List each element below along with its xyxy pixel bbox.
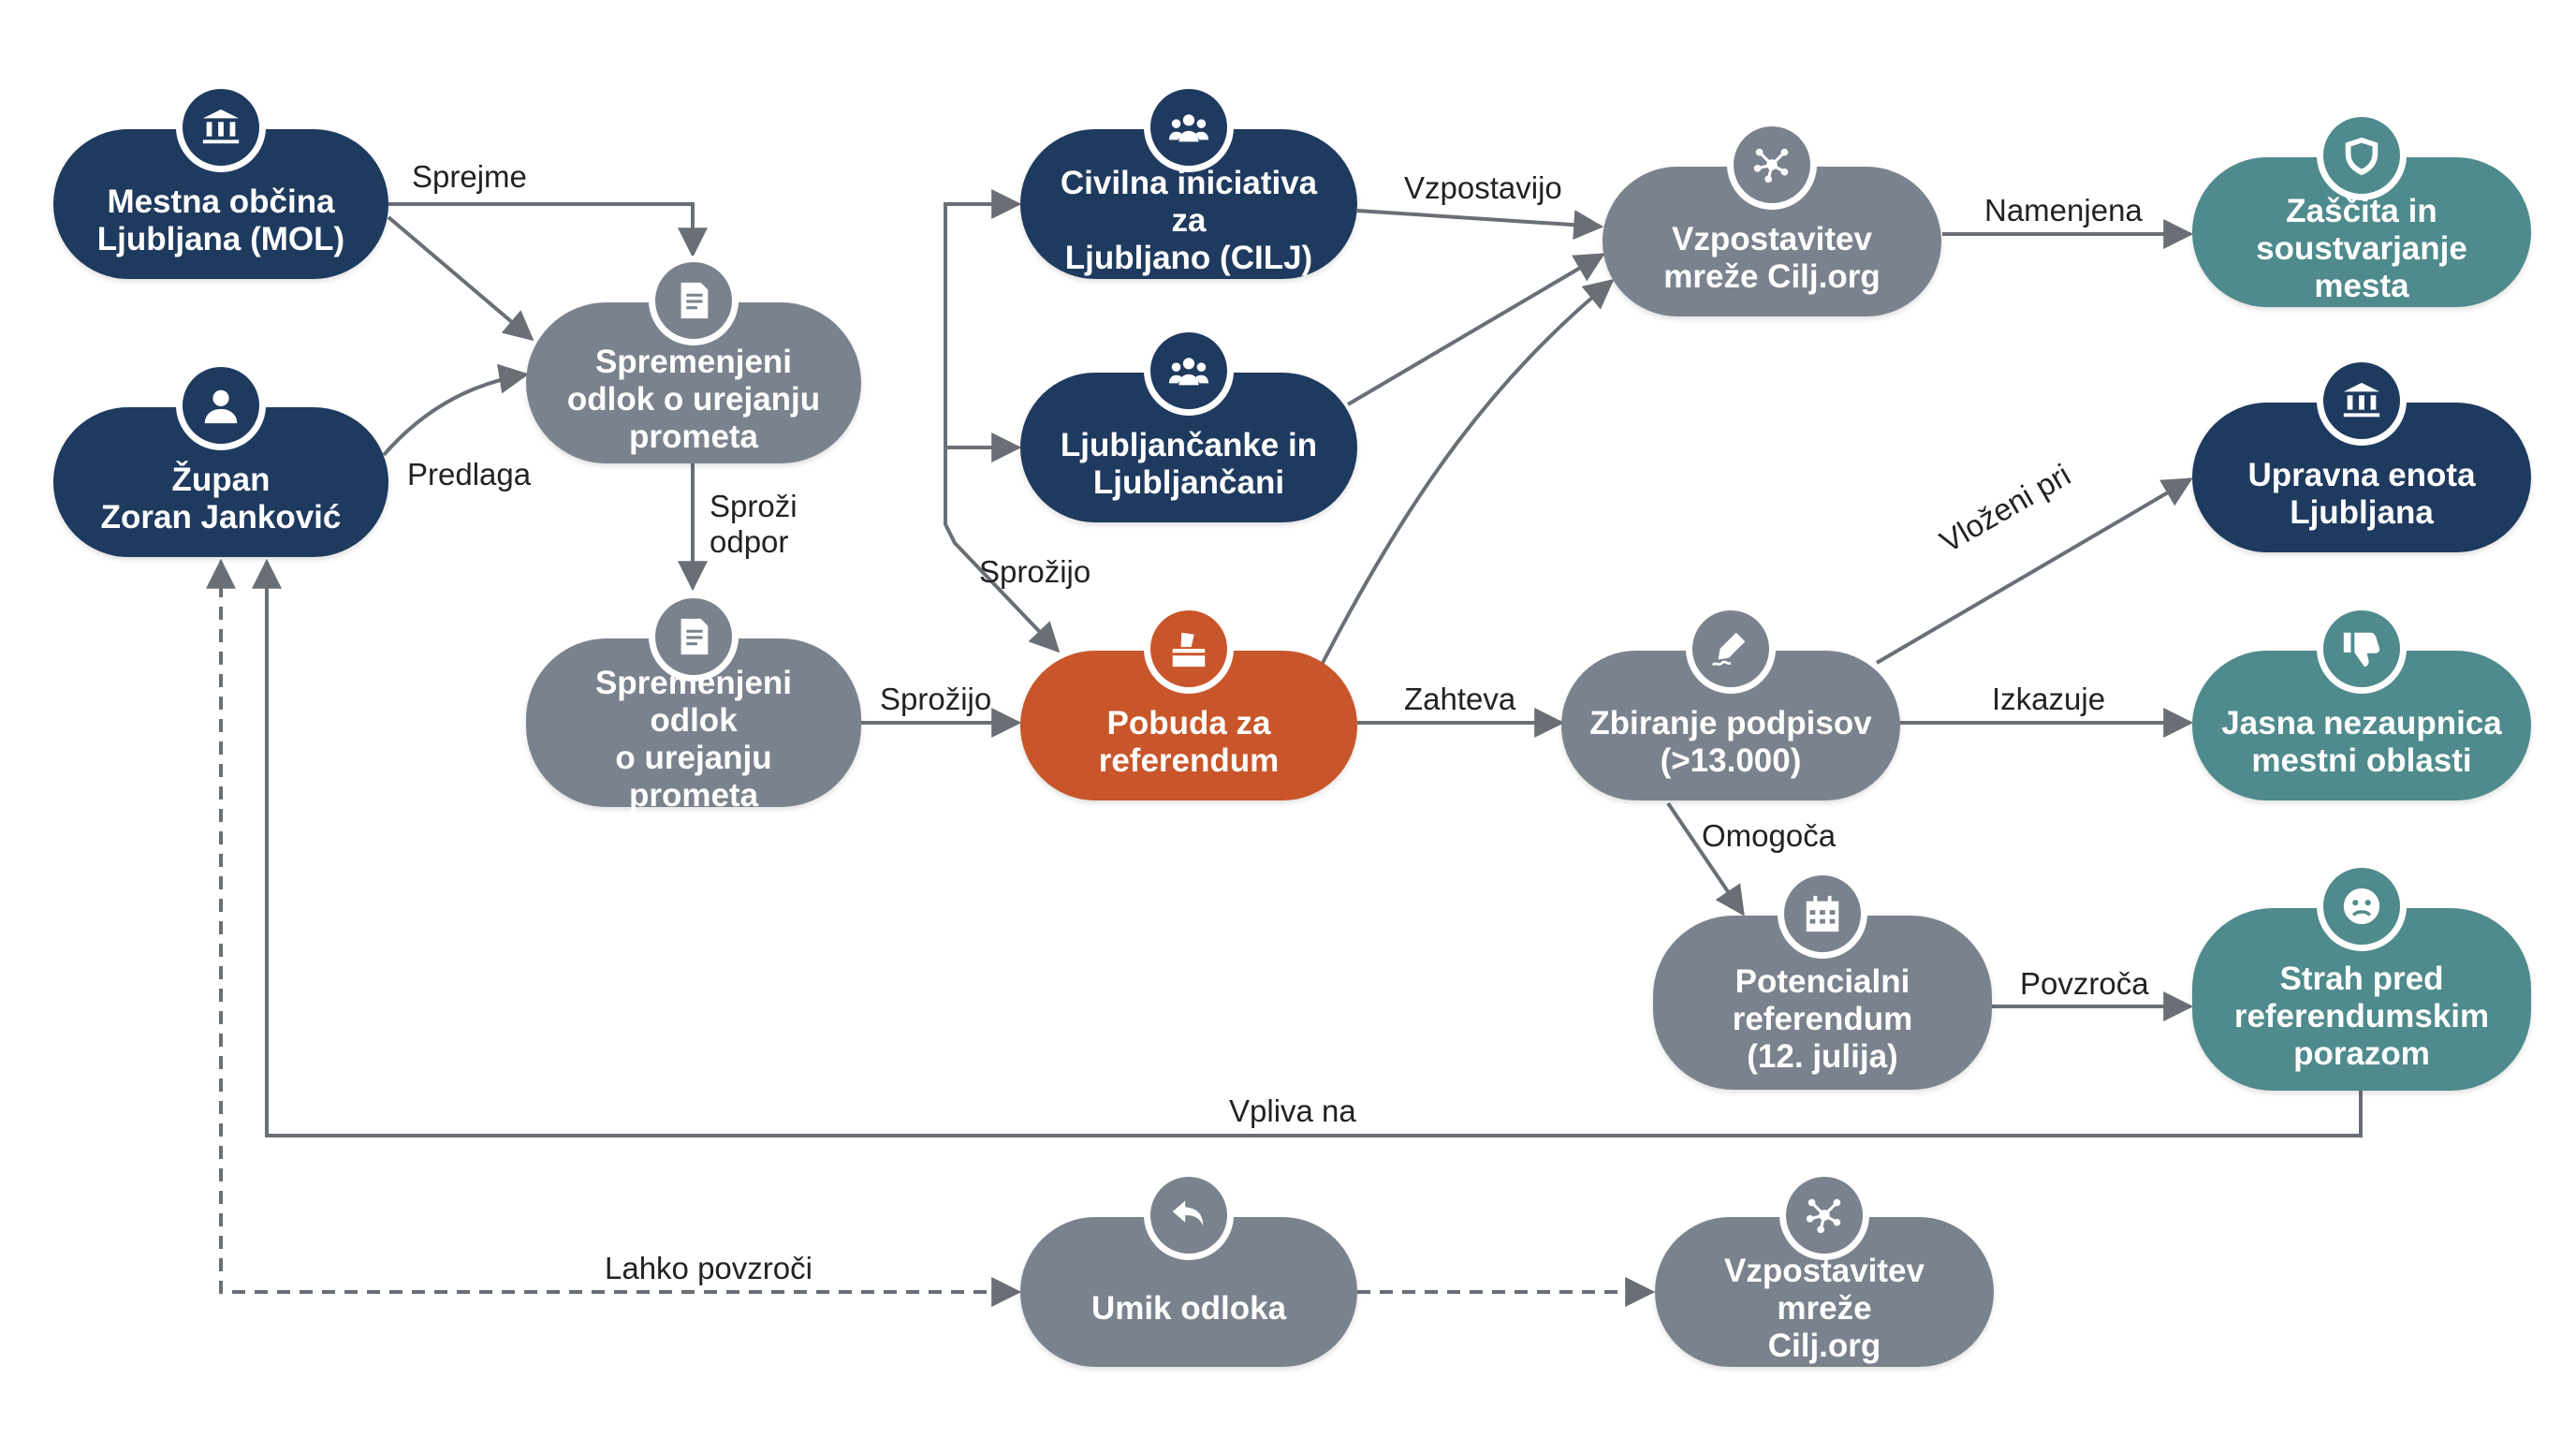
node-podpisi[interactable]: Zbiranje podpisov (>13.000) — [1561, 604, 1900, 800]
node-zupan[interactable]: Župan Zoran Janković — [53, 360, 388, 557]
document-icon — [649, 256, 739, 345]
node-label: Upravna enota Ljubljana — [2247, 457, 2476, 531]
node-odlok-1[interactable]: Spremenjeni odlok o urejanju prometa — [526, 256, 861, 463]
edge-ljubljancani-mreza — [1346, 253, 1605, 406]
node-cilj[interactable]: Civilna iniciativa za Ljubljano (CILJ) — [1020, 82, 1357, 279]
node-label: Spremenjeni odlok o urejanju prometa — [594, 665, 793, 814]
node-label: Vzpostavitev mreže Cilj.org — [1663, 221, 1881, 295]
network-icon — [1727, 120, 1817, 210]
document-icon — [649, 592, 739, 682]
node-label: Zbiranje podpisov (>13.000) — [1589, 705, 1872, 779]
edge-vzpostavijo — [1356, 209, 1604, 241]
node-label: Umik odloka — [1090, 1290, 1287, 1327]
edge-label-vpliva-na: Vpliva na — [1229, 1093, 1356, 1128]
node-odlok-2[interactable]: Spremenjeni odlok o urejanju prometa — [526, 592, 861, 814]
node-potencialni[interactable]: Potencialni referendum (12. julija) — [1653, 869, 1992, 1090]
node-umik[interactable]: Umik odloka — [1020, 1170, 1357, 1367]
group-icon — [1144, 82, 1234, 172]
ballot-box-icon — [1144, 604, 1234, 694]
edge-label-povzroca: Povzroča — [2020, 966, 2149, 1001]
node-upravna[interactable]: Upravna enota Ljubljana — [2192, 356, 2531, 552]
network-icon — [1779, 1170, 1869, 1260]
node-label: Strah pred referendumskim porazom — [2233, 960, 2490, 1072]
shield-icon — [2317, 110, 2407, 200]
thumbs-down-icon — [2317, 604, 2407, 694]
node-label: Potencialni referendum (12. julija) — [1732, 963, 1913, 1075]
edge-mol-odlok — [387, 215, 534, 342]
edge-vlozeni-pri — [1875, 477, 2193, 665]
edge-label-vzpostavijo: Vzpostavijo — [1404, 170, 1562, 205]
group-icon — [1144, 326, 1234, 416]
node-label: Ljubljančanke in Ljubljančani — [1060, 427, 1318, 501]
calendar-icon — [1778, 869, 1867, 959]
signature-icon — [1686, 604, 1776, 694]
government-building-icon — [2317, 356, 2407, 446]
node-ljubljancani[interactable]: Ljubljančanke in Ljubljančani — [1020, 326, 1357, 522]
edge-label-sprozi-odpor: Sproži odpor — [710, 489, 798, 559]
person-icon — [176, 360, 266, 450]
edge-sprejme — [388, 202, 708, 258]
worried-face-icon — [2317, 861, 2407, 951]
edge-lahko-povzroci — [206, 558, 1022, 1307]
node-pobuda[interactable]: Pobuda za referendum — [1020, 604, 1357, 800]
node-mreza-2[interactable]: Vzpostavitev mreže Cilj.org — [1655, 1170, 1994, 1367]
node-label: Mestna občina Ljubljana (MOL) — [96, 183, 345, 257]
node-mol[interactable]: Mestna občina Ljubljana (MOL) — [53, 82, 388, 279]
edge-label-namenjena: Namenjena — [1984, 193, 2143, 227]
edge-label-sprejme: Sprejme — [412, 159, 527, 194]
edge-label-omogoca: Omogoča — [1702, 818, 1837, 853]
node-mreza-1[interactable]: Vzpostavitev mreže Cilj.org — [1603, 120, 1941, 316]
edge-label-zahteva: Zahteva — [1404, 682, 1516, 716]
node-zascita[interactable]: Zaščita in soustvarjanje mesta — [2192, 110, 2531, 307]
node-label: Spremenjeni odlok o urejanju prometa — [566, 344, 821, 455]
node-label: Pobuda za referendum — [1098, 705, 1280, 779]
node-label: Župan Zoran Janković — [100, 462, 342, 536]
edge-label-izkazuje: Izkazuje — [1992, 682, 2106, 716]
edge-label-lahko-povzroci: Lahko povzroči — [605, 1251, 812, 1285]
node-label: Jasna nezaupnica mestni oblasti — [2221, 705, 2502, 779]
node-nezaupnica[interactable]: Jasna nezaupnica mestni oblasti — [2192, 604, 2531, 800]
node-label: Vzpostavitev mreže Cilj.org — [1724, 1253, 1925, 1364]
edge-label-sprozijo-bracket: Sprožijo — [979, 554, 1091, 589]
node-strah[interactable]: Strah pred referendumskim porazom — [2192, 861, 2531, 1091]
undo-arrow-icon — [1144, 1170, 1234, 1260]
node-label: Zaščita in soustvarjanje mesta — [2256, 193, 2467, 304]
edge-label-sprozijo-odlok: Sprožijo — [880, 682, 992, 716]
edge-predlaga — [382, 363, 530, 457]
edge-omogoca — [1666, 801, 1745, 917]
city-hall-icon — [176, 82, 266, 172]
edge-pobuda-mreza — [1320, 278, 1615, 666]
edge-label-predlaga: Predlaga — [407, 457, 532, 492]
node-label: Civilna iniciativa za Ljubljano (CILJ) — [1060, 165, 1318, 276]
